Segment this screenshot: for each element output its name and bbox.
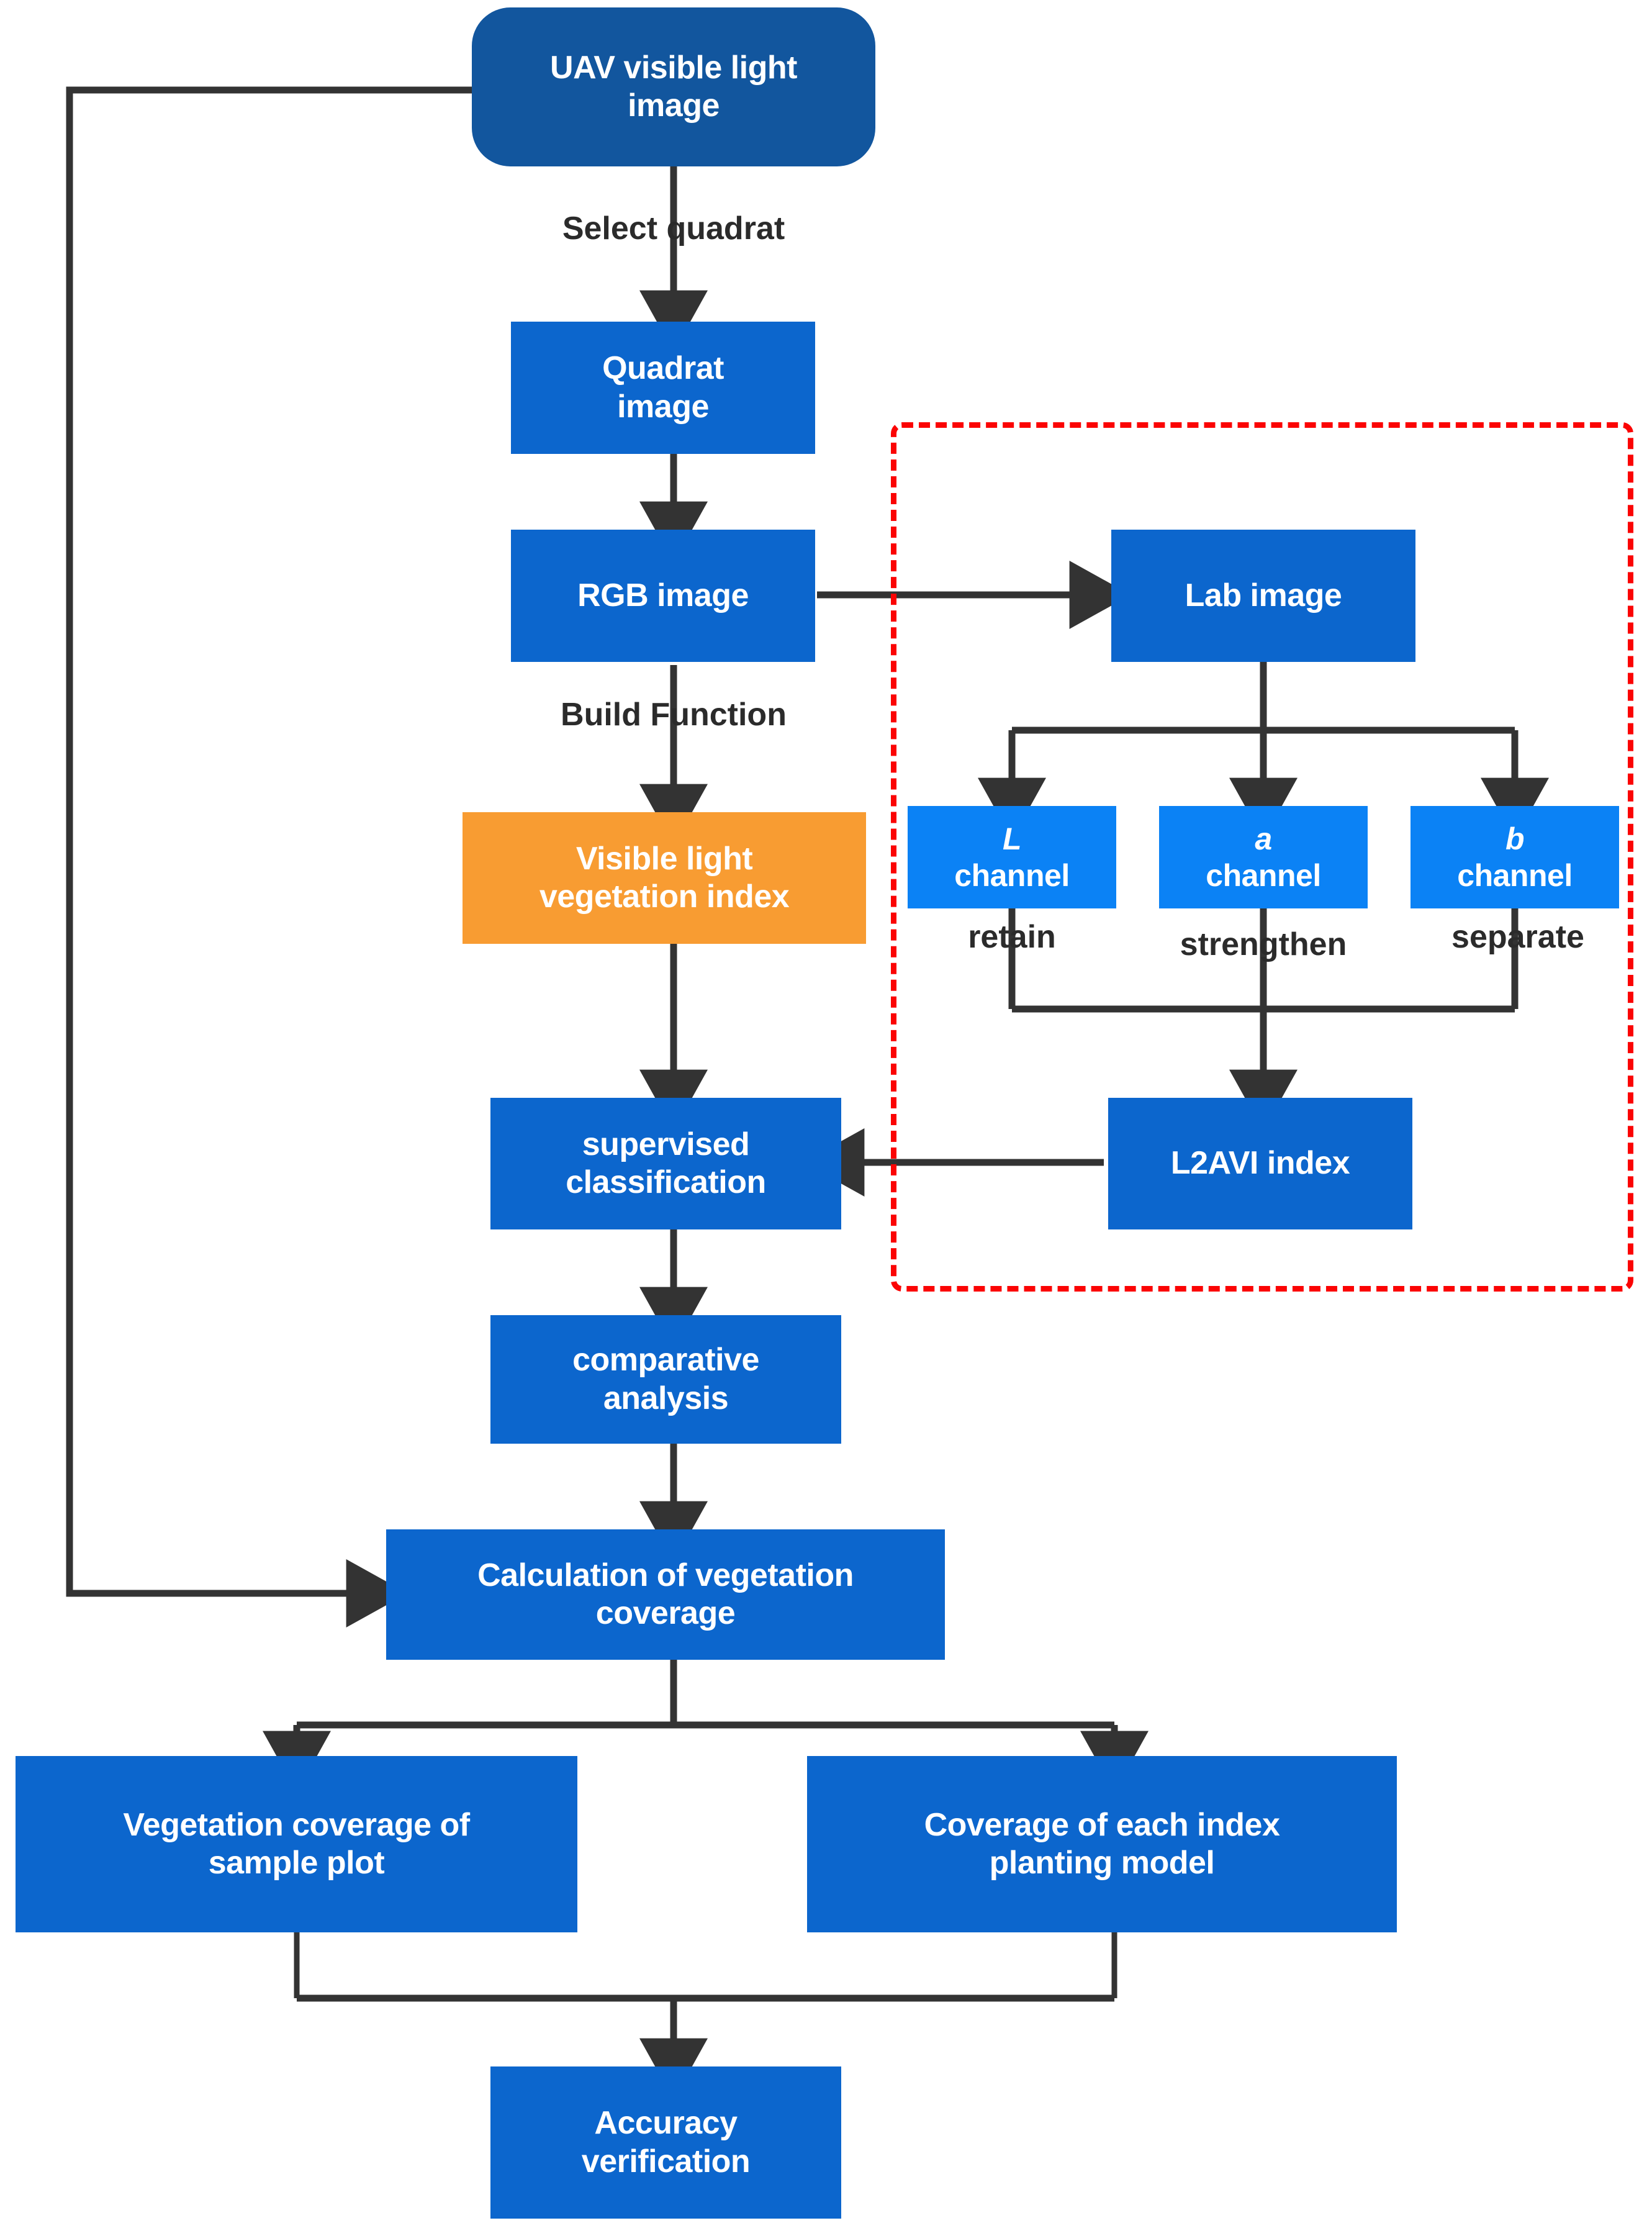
node-label: L2AVI index [1170,1145,1350,1182]
node-l2avi-index[interactable]: L2AVI index [1108,1098,1412,1229]
node-lab-image[interactable]: Lab image [1111,530,1415,662]
node-label: RGB image [577,577,749,613]
l2avi-method-group-box [891,422,1633,1292]
edge-label-select-quadrat: Select quadrat [562,210,785,247]
edge-label-retain: retain [968,919,1056,955]
edge-label-strengthen: strengthen [1180,926,1347,962]
edge-label-build-function: Build Function [561,697,787,733]
edge-label-separate: separate [1451,919,1584,955]
node-rgb-image[interactable]: RGB image [511,530,815,662]
node-label: Lab image [1185,577,1342,613]
